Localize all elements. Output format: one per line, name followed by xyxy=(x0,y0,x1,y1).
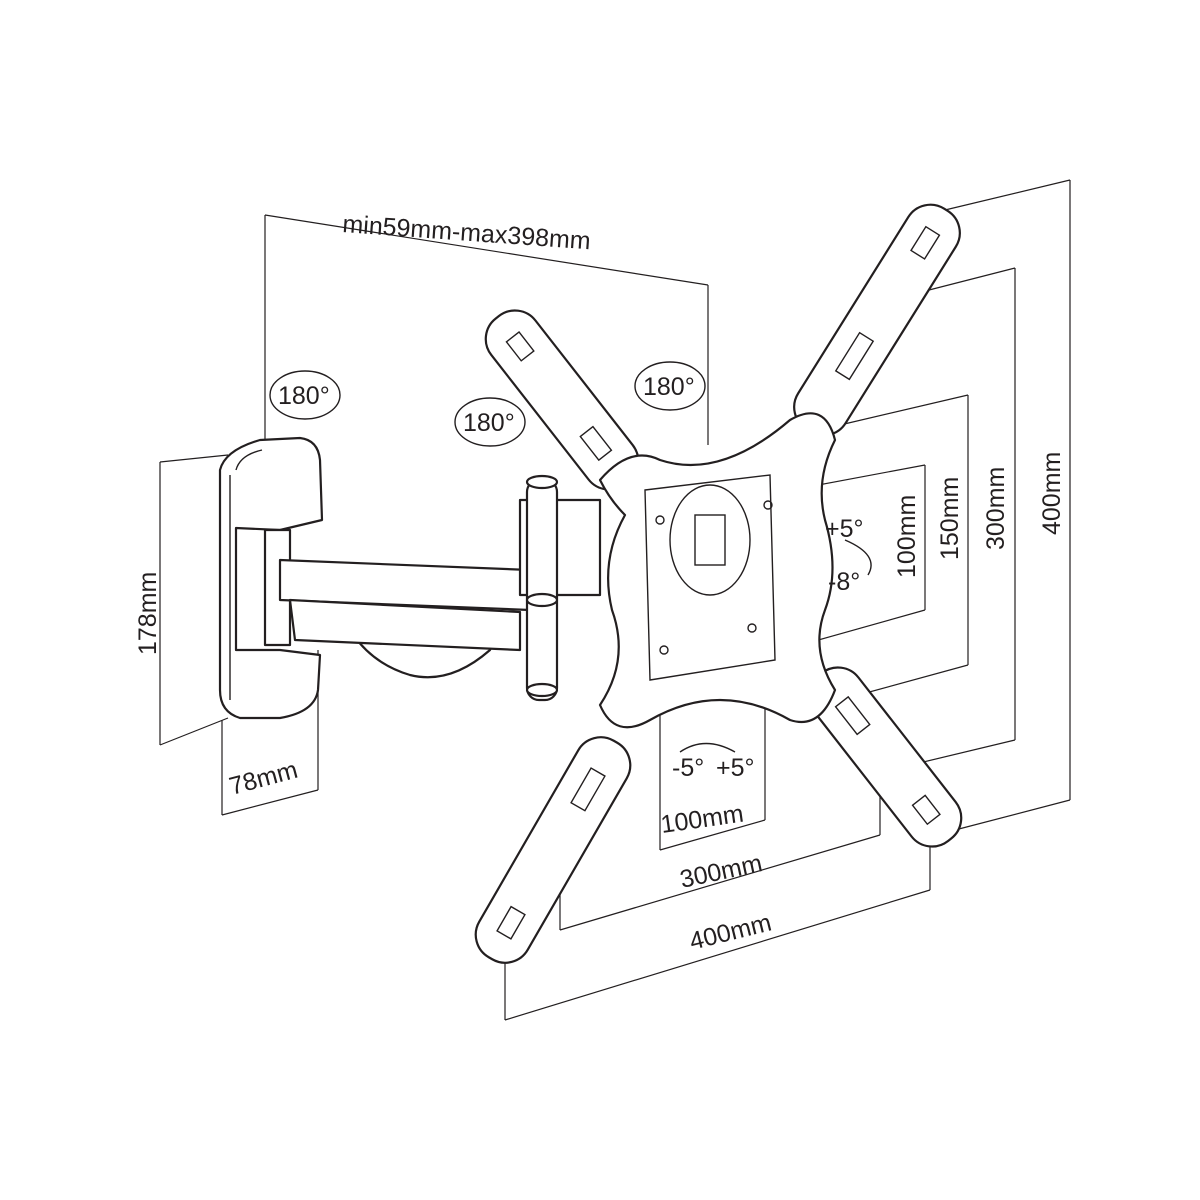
swivel-badges xyxy=(269,361,872,753)
tilt-up-label: +5° xyxy=(825,515,864,543)
wall-plate-width-label: 78mm xyxy=(226,756,300,801)
vesa-v-150-label: 150mm xyxy=(936,477,964,560)
wall-plate-height-label: 178mm xyxy=(134,572,162,655)
vesa-h-100-label: 100mm xyxy=(659,800,745,839)
rotate-left-label: -5° xyxy=(672,754,704,782)
arm-extension-label: min59mm-max398mm xyxy=(342,210,592,255)
vesa-v-400-label: 400mm xyxy=(1038,452,1066,535)
swivel-arm-label: 180° xyxy=(463,409,515,437)
vesa-h-300-label: 300mm xyxy=(677,849,764,894)
swing-arm xyxy=(278,474,602,702)
vesa-v-300-label: 300mm xyxy=(982,467,1010,550)
vesa-plate xyxy=(598,412,837,729)
rotate-right-label: +5° xyxy=(716,754,755,782)
swivel-wall-label: 180° xyxy=(278,382,330,410)
swivel-plate-label: 180° xyxy=(643,373,695,401)
tilt-down-label: -8° xyxy=(828,568,860,596)
vesa-h-400-label: 400mm xyxy=(687,908,775,955)
vesa-v-100-label: 100mm xyxy=(893,495,921,578)
